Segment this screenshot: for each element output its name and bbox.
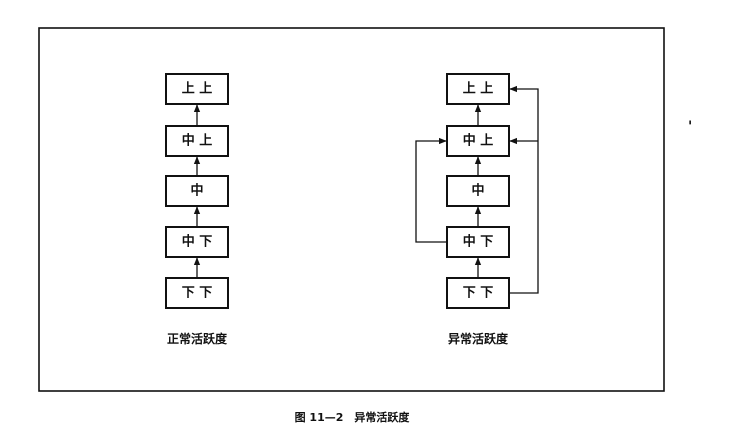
diagram-frame xyxy=(38,27,665,392)
abnormal-node-mid-top: 中 上 xyxy=(446,125,510,157)
normal-node-mid-bottom: 中 下 xyxy=(165,226,229,258)
abnormal-bypass-bottom-to-top xyxy=(509,85,539,294)
abnormal-activity-caption: 异常活跃度 xyxy=(448,331,509,346)
abnormal-node-label: 中 xyxy=(471,183,484,199)
abnormal-node-label: 中 上 xyxy=(463,133,494,149)
normal-node-label: 中 xyxy=(190,183,203,199)
abnormal-node-label: 下 下 xyxy=(463,286,494,301)
abnormal-node-mid: 中 xyxy=(446,175,510,207)
normal-node-top-top: 上 上 xyxy=(165,73,229,105)
normal-activity-diagram: 上 上 中 上 中 中 下 下 下 正常活跃度 xyxy=(165,73,229,346)
stray-mark: ' xyxy=(688,119,692,135)
normal-node-label: 上 上 xyxy=(182,82,213,97)
abnormal-node-label: 上 上 xyxy=(463,82,494,97)
abnormal-node-top-top: 上 上 xyxy=(446,73,510,105)
normal-node-bottom-bottom: 下 下 xyxy=(165,277,229,309)
abnormal-node-mid-bottom: 中 下 xyxy=(446,226,510,258)
normal-node-mid-top: 中 上 xyxy=(165,125,229,157)
normal-node-label: 中 下 xyxy=(182,234,213,250)
abnormal-node-label: 中 下 xyxy=(463,234,494,250)
abnormal-node-bottom-bottom: 下 下 xyxy=(446,277,510,309)
normal-node-label: 中 上 xyxy=(182,133,213,149)
normal-node-mid: 中 xyxy=(165,175,229,207)
normal-node-label: 下 下 xyxy=(182,286,213,301)
normal-activity-caption: 正常活跃度 xyxy=(167,331,228,346)
abnormal-bypass-midbottom-to-midtop xyxy=(415,137,447,243)
figure-title: 图 11—2 异常活跃度 xyxy=(295,410,411,424)
abnormal-activity-diagram: 上 上 中 上 中 中 下 下 下 异常活跃度 xyxy=(415,73,539,346)
